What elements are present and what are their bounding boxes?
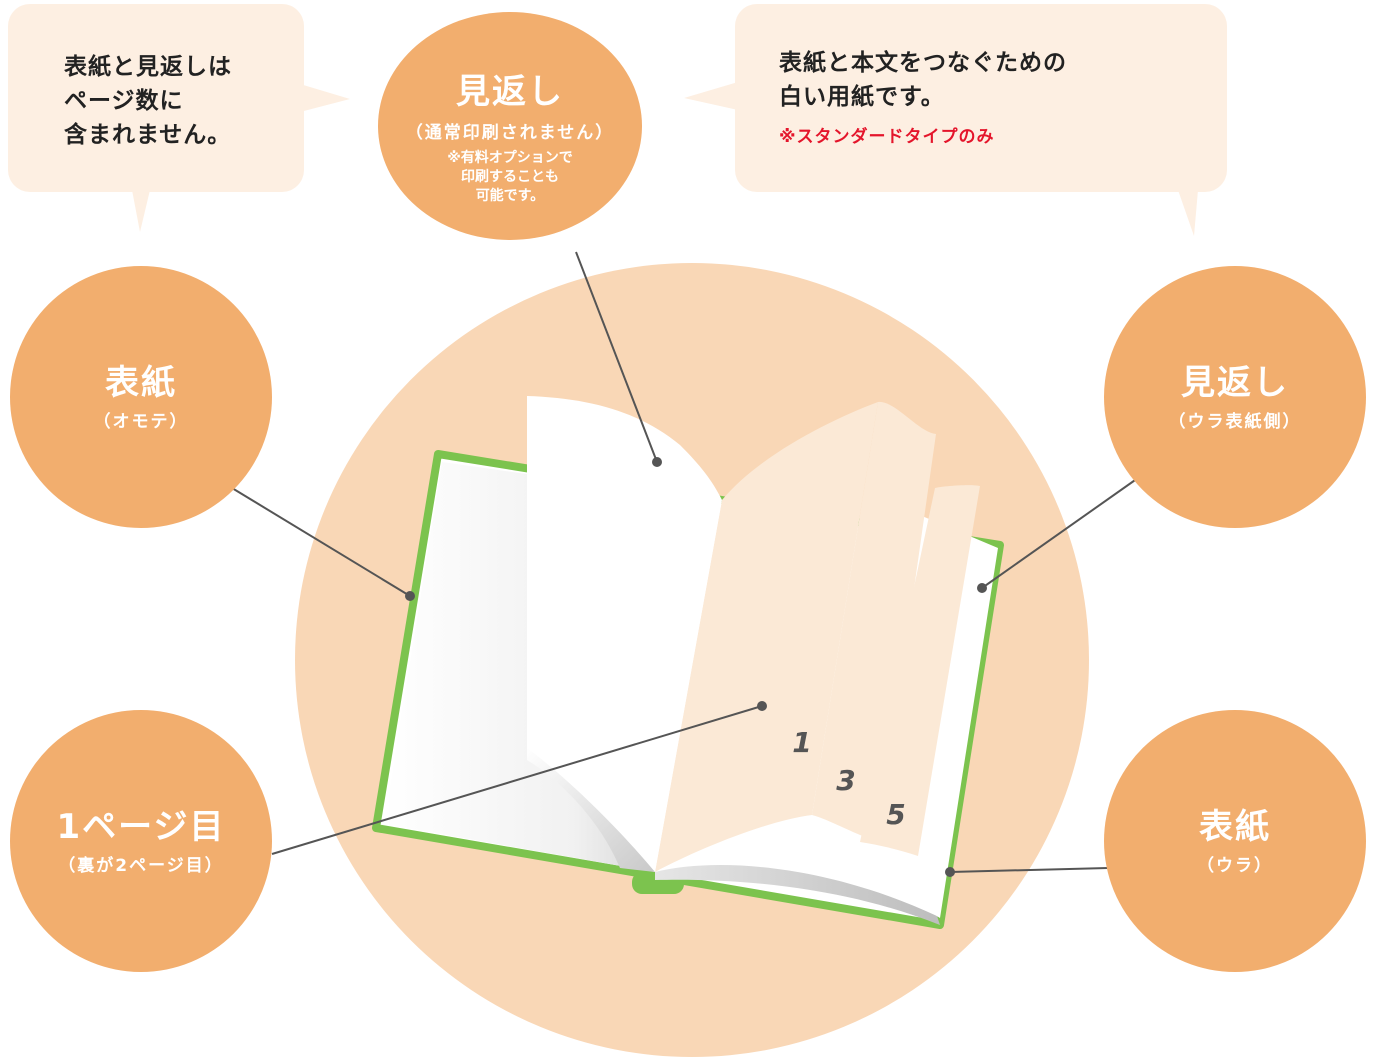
leader-dot-page1 (757, 701, 767, 711)
leader-line-endpaper-front (575, 251, 658, 463)
bubble-left-text: 表紙と見返しは ページ数に 含まれません。 (64, 54, 232, 148)
page-5 (860, 485, 980, 856)
endpaper-front-sheet (527, 396, 722, 872)
bottom-sheet (655, 864, 940, 925)
label-cover-front-sub: （オモテ） (93, 411, 189, 432)
leader-dots (405, 457, 987, 877)
label-endpaper-front-main: 見返し (456, 72, 564, 112)
leader-dot-cover-back (945, 867, 955, 877)
bubble-right-text: 表紙と本文をつなぐための 白い用紙です。 (779, 50, 1067, 110)
leader-dot-cover-front (405, 591, 415, 601)
label-endpaper-back: 見返し （ウラ表紙側） (1104, 266, 1366, 528)
label-endpaper-back-main: 見返し (1181, 362, 1289, 403)
bubble-right-note: ※スタンダードタイプのみ (779, 127, 995, 147)
leader-line-page1 (271, 705, 763, 855)
leader-lines (231, 251, 1139, 873)
leader-line-cover-front (231, 487, 411, 597)
page-number-5: 5 (886, 798, 905, 831)
bubble-right-tail-down (1178, 190, 1198, 236)
leader-line-endpaper-back (981, 477, 1139, 589)
label-cover-back: 表紙 （ウラ） (1104, 710, 1366, 972)
label-page1: 1ページ目 （裏が2ページ目） (10, 710, 272, 972)
label-endpaper-back-sub: （ウラ表紙側） (1168, 411, 1302, 432)
label-endpaper-front-note: ※有料オプションで 印刷することも 可能です。 (447, 150, 573, 204)
label-cover-back-sub: （ウラ） (1197, 855, 1273, 876)
leader-dot-endpaper-back (977, 583, 987, 593)
leader-dot-endpaper-front (652, 457, 662, 467)
label-cover-front-main: 表紙 (105, 362, 177, 403)
bubble-left-tail-down (132, 190, 150, 232)
page-number-3: 3 (836, 764, 855, 797)
label-page1-sub: （裏が2ページ目） (58, 855, 224, 876)
label-cover-back-main: 表紙 (1199, 806, 1271, 847)
label-endpaper-front-sub: （通常印刷されません） (405, 123, 615, 143)
leader-line-cover-back (949, 867, 1109, 873)
page-3 (812, 401, 936, 842)
bubble-left: 表紙と見返しは ページ数に 含まれません。 (8, 4, 304, 192)
bubble-right: 表紙と本文をつなぐための 白い用紙です。 ※スタンダードタイプのみ (735, 4, 1227, 192)
label-endpaper-front: 見返し （通常印刷されません） ※有料オプションで 印刷することも 可能です。 (378, 12, 642, 240)
left-page (384, 462, 655, 872)
page-1 (655, 402, 878, 872)
label-cover-front: 表紙 （オモテ） (10, 266, 272, 528)
label-page1-main: 1ページ目 (56, 806, 226, 847)
page-number-1: 1 (792, 726, 811, 759)
bubble-right-tail-left (684, 82, 738, 110)
bubble-left-tail-right (300, 84, 350, 112)
left-page-curl (527, 748, 655, 872)
